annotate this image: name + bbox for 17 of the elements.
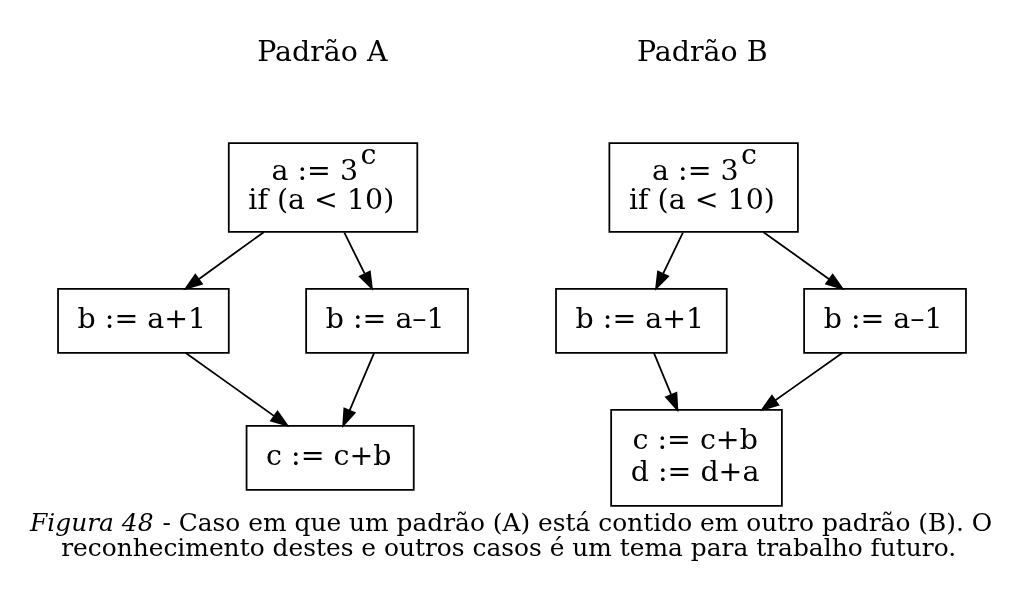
arrow	[654, 231, 684, 291]
node-box: c := c+b d := d+a	[610, 408, 783, 507]
caption: Figura 48 - Caso em que um padrão (A) está contido em outro padrão (B). O reconhecimento destes e outros casos é um tema para trabalho futuro.	[30, 507, 993, 562]
arrow	[653, 351, 679, 412]
arrow	[343, 231, 374, 291]
label: Padrão B	[636, 34, 768, 68]
arrow	[759, 351, 844, 411]
arrow	[184, 351, 290, 427]
node-box: b := a+1	[57, 287, 230, 354]
arrow	[183, 230, 265, 290]
node-box: c := c+b	[245, 424, 415, 491]
label: Padrão A	[257, 34, 388, 68]
node-box: b := a–1	[803, 287, 967, 354]
node-box: b := a+1	[555, 287, 728, 354]
arrow	[762, 230, 845, 290]
arrow	[342, 351, 376, 428]
node-box: b := a–1	[305, 287, 469, 354]
